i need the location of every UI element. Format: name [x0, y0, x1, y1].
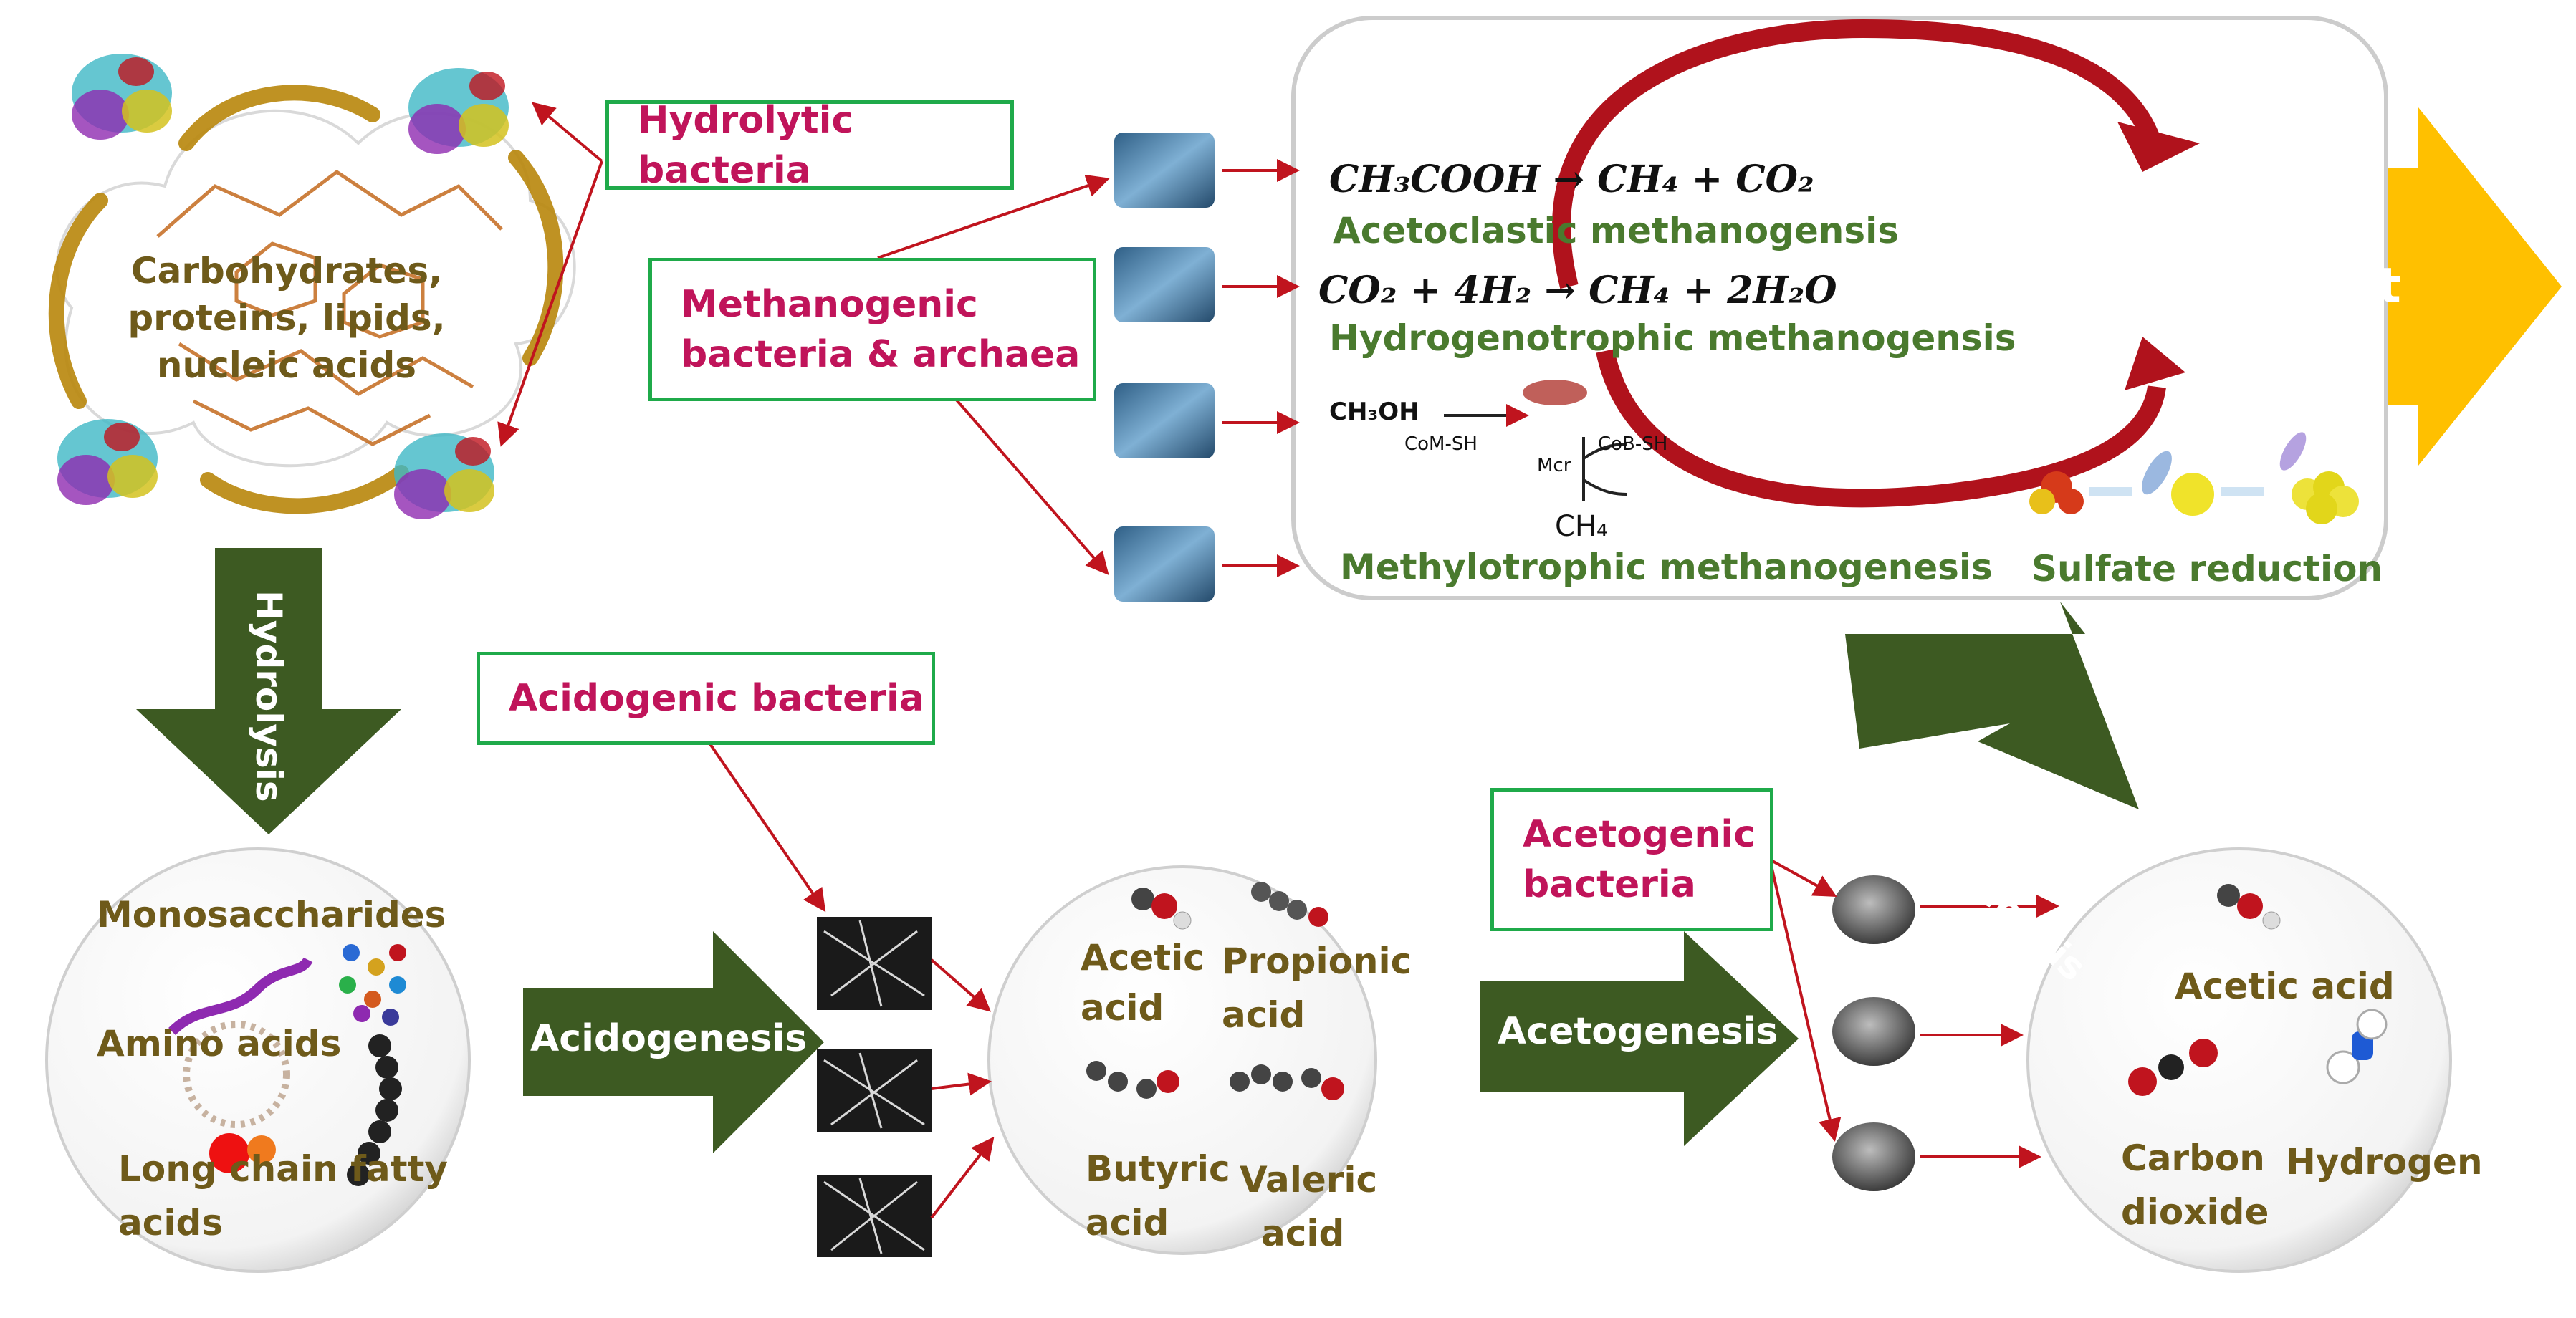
acetogenesis-arrow [1480, 931, 1799, 1146]
acidogenesis-label: Acidogenesis [530, 1017, 808, 1060]
acetoclastic-equation: CH₃COOH → CH₄ + CO₂ [1329, 158, 1814, 201]
methanogenic-line2: bacteria & archaea [681, 333, 1081, 376]
hydrogen-label: Hydrogen [2286, 1141, 2483, 1183]
methylotrophic-reactant: CH₃OH [1329, 398, 1419, 426]
methylotrophic-enzyme: Mcr [1537, 455, 1571, 476]
butyric-acid-label-1: Butyric [1086, 1148, 1230, 1190]
acidogenesis-arrow [523, 931, 824, 1153]
carbon-dioxide-label-1: Carbon [2121, 1137, 2265, 1179]
acetic-acid-label-2: acid [1081, 987, 1164, 1029]
acetogenic-line1: Acetogenic [1523, 813, 1756, 856]
output-line1: CH₄, CO₂, H₂S [1996, 193, 2360, 250]
lcfa-label-line2: acids [118, 1202, 224, 1244]
propionic-acid-label-1: Propionic [1222, 941, 1412, 982]
final-acetic-acid-label: Acetic acid [2175, 966, 2395, 1007]
acetic-acid-label-1: Acetic [1081, 937, 1205, 978]
lcfa-label-line1: Long chain fatty [118, 1148, 449, 1190]
sulfate-icons [2029, 432, 2359, 524]
output-line2: and minor rest [1996, 258, 2401, 314]
monosaccharides-label: Monosaccharides [97, 894, 446, 935]
methanogenic-bacteria-box: Methanogenic bacteria & archaea [648, 258, 1096, 401]
methylotrophic-cofactor2: CoB-SH [1598, 433, 1668, 455]
acidogenic-bacteria-box: Acidogenic bacteria [477, 652, 935, 745]
acetogenic-line2: bacteria [1523, 863, 1696, 906]
hydrolytic-bacteria-box: Hydrolytic bacteria [605, 99, 1014, 192]
acidogenic-cells [817, 917, 932, 1257]
methylotrophic-label: Methylotrophic methanogenesis [1340, 547, 1993, 588]
methylotrophic-product: CH₄ [1555, 510, 1609, 543]
propionic-acid-label-2: acid [1222, 994, 1306, 1036]
sulfate-reduction-label: Sulfate reduction [2031, 548, 2383, 590]
molecule-decorations [168, 882, 2388, 1186]
valeric-acid-label-1: Valeric [1240, 1159, 1378, 1201]
hydrolysis-label: Hydrolysis [248, 590, 289, 802]
valeric-acid-label-2: acid [1261, 1213, 1345, 1254]
methylotrophic-cofactor1: CoM-SH [1404, 433, 1478, 455]
methanogenic-line1: Methanogenic [681, 283, 978, 326]
methanogenesis-arrow [1845, 602, 2139, 809]
butyric-acid-label-2: acid [1086, 1202, 1169, 1244]
acetogenic-cells [1832, 875, 1915, 1191]
hydrogenotrophic-equation: CO₂ + 4H₂ → CH₄ + 2H₂O [1318, 269, 1837, 312]
substrates-label: Carbohydrates, proteins, lipids, nucleic… [128, 250, 446, 386]
output-products: CH₄, CO₂, H₂S and minor rest [1996, 190, 2401, 319]
amino-acids-label: Amino acids [97, 1023, 342, 1064]
acetogenesis-products-circle [2026, 847, 2452, 1273]
hydrolysis-arrow [136, 548, 401, 834]
substrate-cloud [48, 85, 576, 514]
acetoclastic-label: Acetoclastic methanogensis [1333, 210, 1900, 251]
carbon-dioxide-label-2: dioxide [2121, 1191, 2269, 1233]
methanogen-cells [1114, 133, 1215, 602]
acetogenesis-label: Acetogenesis [1498, 1010, 1778, 1053]
acetogenic-bacteria-box: Acetogenic bacteria [1490, 788, 1773, 931]
hydrogenotrophic-label: Hydrogenotrophic methanogensis [1329, 317, 2016, 359]
volatile-acids-circle [987, 865, 1377, 1255]
protein-structures [57, 54, 509, 519]
